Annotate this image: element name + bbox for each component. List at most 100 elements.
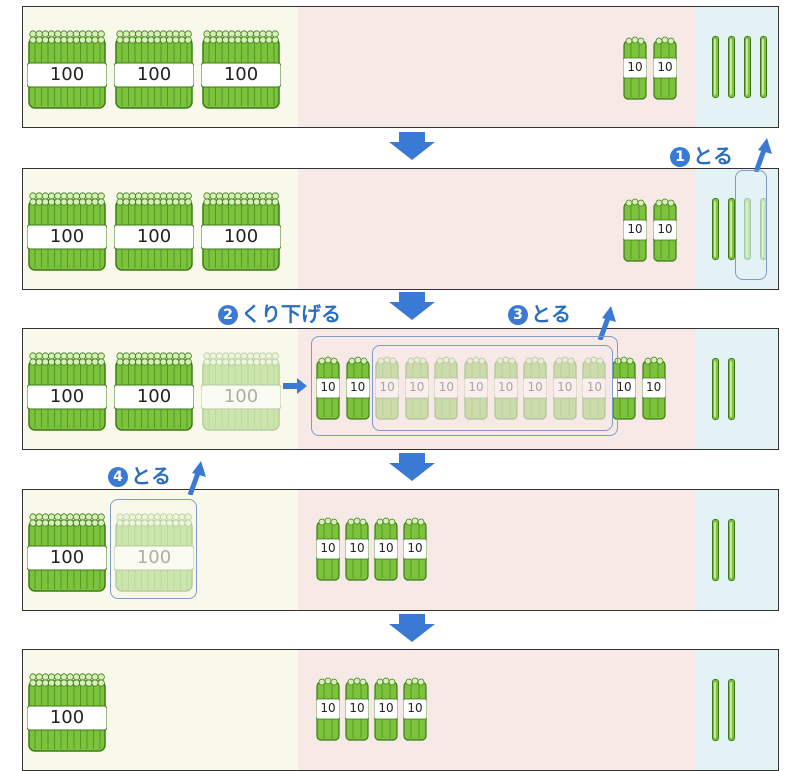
hundred-label: 100 — [136, 226, 172, 247]
ten-label: 10 — [557, 380, 573, 394]
hundred-label: 100 — [136, 64, 172, 85]
one-stick — [712, 358, 719, 420]
ten-label: 10 — [627, 60, 643, 74]
ten-bundle: 10 — [611, 356, 637, 420]
up-right-arrow-icon — [187, 461, 206, 495]
hundred-bundle: 100 — [26, 350, 108, 432]
hundred-bundle: 100 — [113, 28, 195, 110]
ten-bundle: 10 — [402, 517, 428, 581]
one-stick — [744, 198, 751, 260]
ten-bundle: 10 — [652, 36, 678, 100]
up-right-arrow-icon — [753, 138, 772, 172]
ten-label: 10 — [468, 380, 484, 394]
tens-take-frame — [372, 345, 613, 431]
ten-label: 10 — [320, 541, 336, 555]
one-stick — [728, 358, 735, 420]
ten-label: 10 — [349, 380, 366, 394]
hundred-bundle: 100 — [113, 511, 195, 593]
ten-label: 10 — [627, 222, 643, 236]
ten-label: 10 — [438, 380, 455, 394]
hundred-bundle: 100 — [26, 511, 108, 593]
ten-bundle: 10 — [433, 356, 459, 420]
right-arrow-icon — [283, 378, 307, 394]
ten-label: 10 — [586, 380, 603, 394]
ten-bundle: 10 — [522, 356, 548, 420]
ones-column — [695, 329, 778, 449]
step-text: とる — [131, 464, 171, 488]
step-number: 1 — [670, 147, 690, 167]
regroup-tens-frame — [311, 336, 618, 436]
step-number: 4 — [108, 467, 128, 487]
up-right-arrow-icon — [597, 306, 616, 340]
hundred-label: 100 — [49, 226, 85, 247]
ten-bundle: 10 — [402, 677, 428, 741]
ten-bundle: 10 — [652, 198, 678, 262]
step-number: 3 — [508, 305, 528, 325]
ten-bundle: 10 — [315, 356, 341, 420]
ten-bundle: 10 — [622, 198, 648, 262]
ten-bundle: 10 — [344, 677, 370, 741]
ten-bundle: 10 — [581, 356, 607, 420]
ten-label: 10 — [407, 541, 423, 555]
step-number: 2 — [218, 305, 238, 325]
one-stick — [728, 679, 735, 741]
hundred-bundle: 100 — [26, 671, 108, 753]
hundred-bundle: 100 — [26, 28, 108, 110]
hundred-label: 100 — [49, 64, 85, 85]
ten-bundle: 10 — [315, 517, 341, 581]
one-stick — [712, 36, 719, 98]
hundred-label: 100 — [223, 64, 259, 85]
ones-column — [695, 169, 778, 289]
ten-bundle: 10 — [622, 36, 648, 100]
row-5 — [22, 649, 779, 771]
ten-bundle: 10 — [373, 517, 399, 581]
one-stick — [712, 679, 719, 741]
ten-bundle: 10 — [344, 517, 370, 581]
one-stick — [744, 36, 751, 98]
ten-label: 10 — [645, 380, 662, 394]
ten-label: 10 — [409, 380, 425, 394]
hundred-label: 100 — [136, 547, 172, 568]
hundred-label: 100 — [49, 547, 85, 568]
hundred-label: 100 — [223, 226, 259, 247]
hundred-bundle: 100 — [113, 190, 195, 272]
ten-label: 10 — [407, 701, 423, 715]
ten-label: 10 — [657, 222, 673, 236]
ten-bundle: 10 — [463, 356, 489, 420]
hundred-bundle: 100 — [113, 350, 195, 432]
ten-bundle: 10 — [641, 356, 666, 420]
one-stick — [728, 36, 735, 98]
ten-bundle: 10 — [315, 677, 341, 741]
ten-label: 10 — [379, 380, 395, 394]
step-text: くり下げる — [241, 302, 341, 326]
ones-take-frame — [735, 170, 767, 280]
one-stick — [712, 519, 719, 581]
hundred-label: 100 — [49, 707, 85, 728]
down-arrow-icon — [389, 292, 435, 320]
one-stick — [712, 198, 719, 260]
hundred-bundle: 100 — [200, 28, 282, 110]
ten-label: 10 — [378, 541, 394, 555]
down-arrow-icon — [389, 132, 435, 160]
hundred-label: 100 — [49, 386, 85, 407]
hundred-bundle: 100 — [200, 350, 282, 432]
down-arrow-icon — [389, 453, 435, 481]
hundred-label: 100 — [223, 386, 259, 407]
hundred-bundle: 100 — [200, 190, 282, 272]
ten-bundle: 10 — [552, 356, 578, 420]
ten-label: 10 — [349, 541, 365, 555]
ten-label: 10 — [320, 380, 336, 394]
ten-bundle: 10 — [373, 677, 399, 741]
hundred-label: 100 — [136, 386, 172, 407]
hundreds-take-frame — [110, 499, 197, 599]
ones-column — [695, 490, 778, 610]
down-arrow-icon — [389, 614, 435, 642]
ten-label: 10 — [497, 380, 514, 394]
one-stick — [728, 519, 735, 581]
ten-label: 10 — [657, 60, 673, 74]
ones-column — [695, 650, 778, 770]
